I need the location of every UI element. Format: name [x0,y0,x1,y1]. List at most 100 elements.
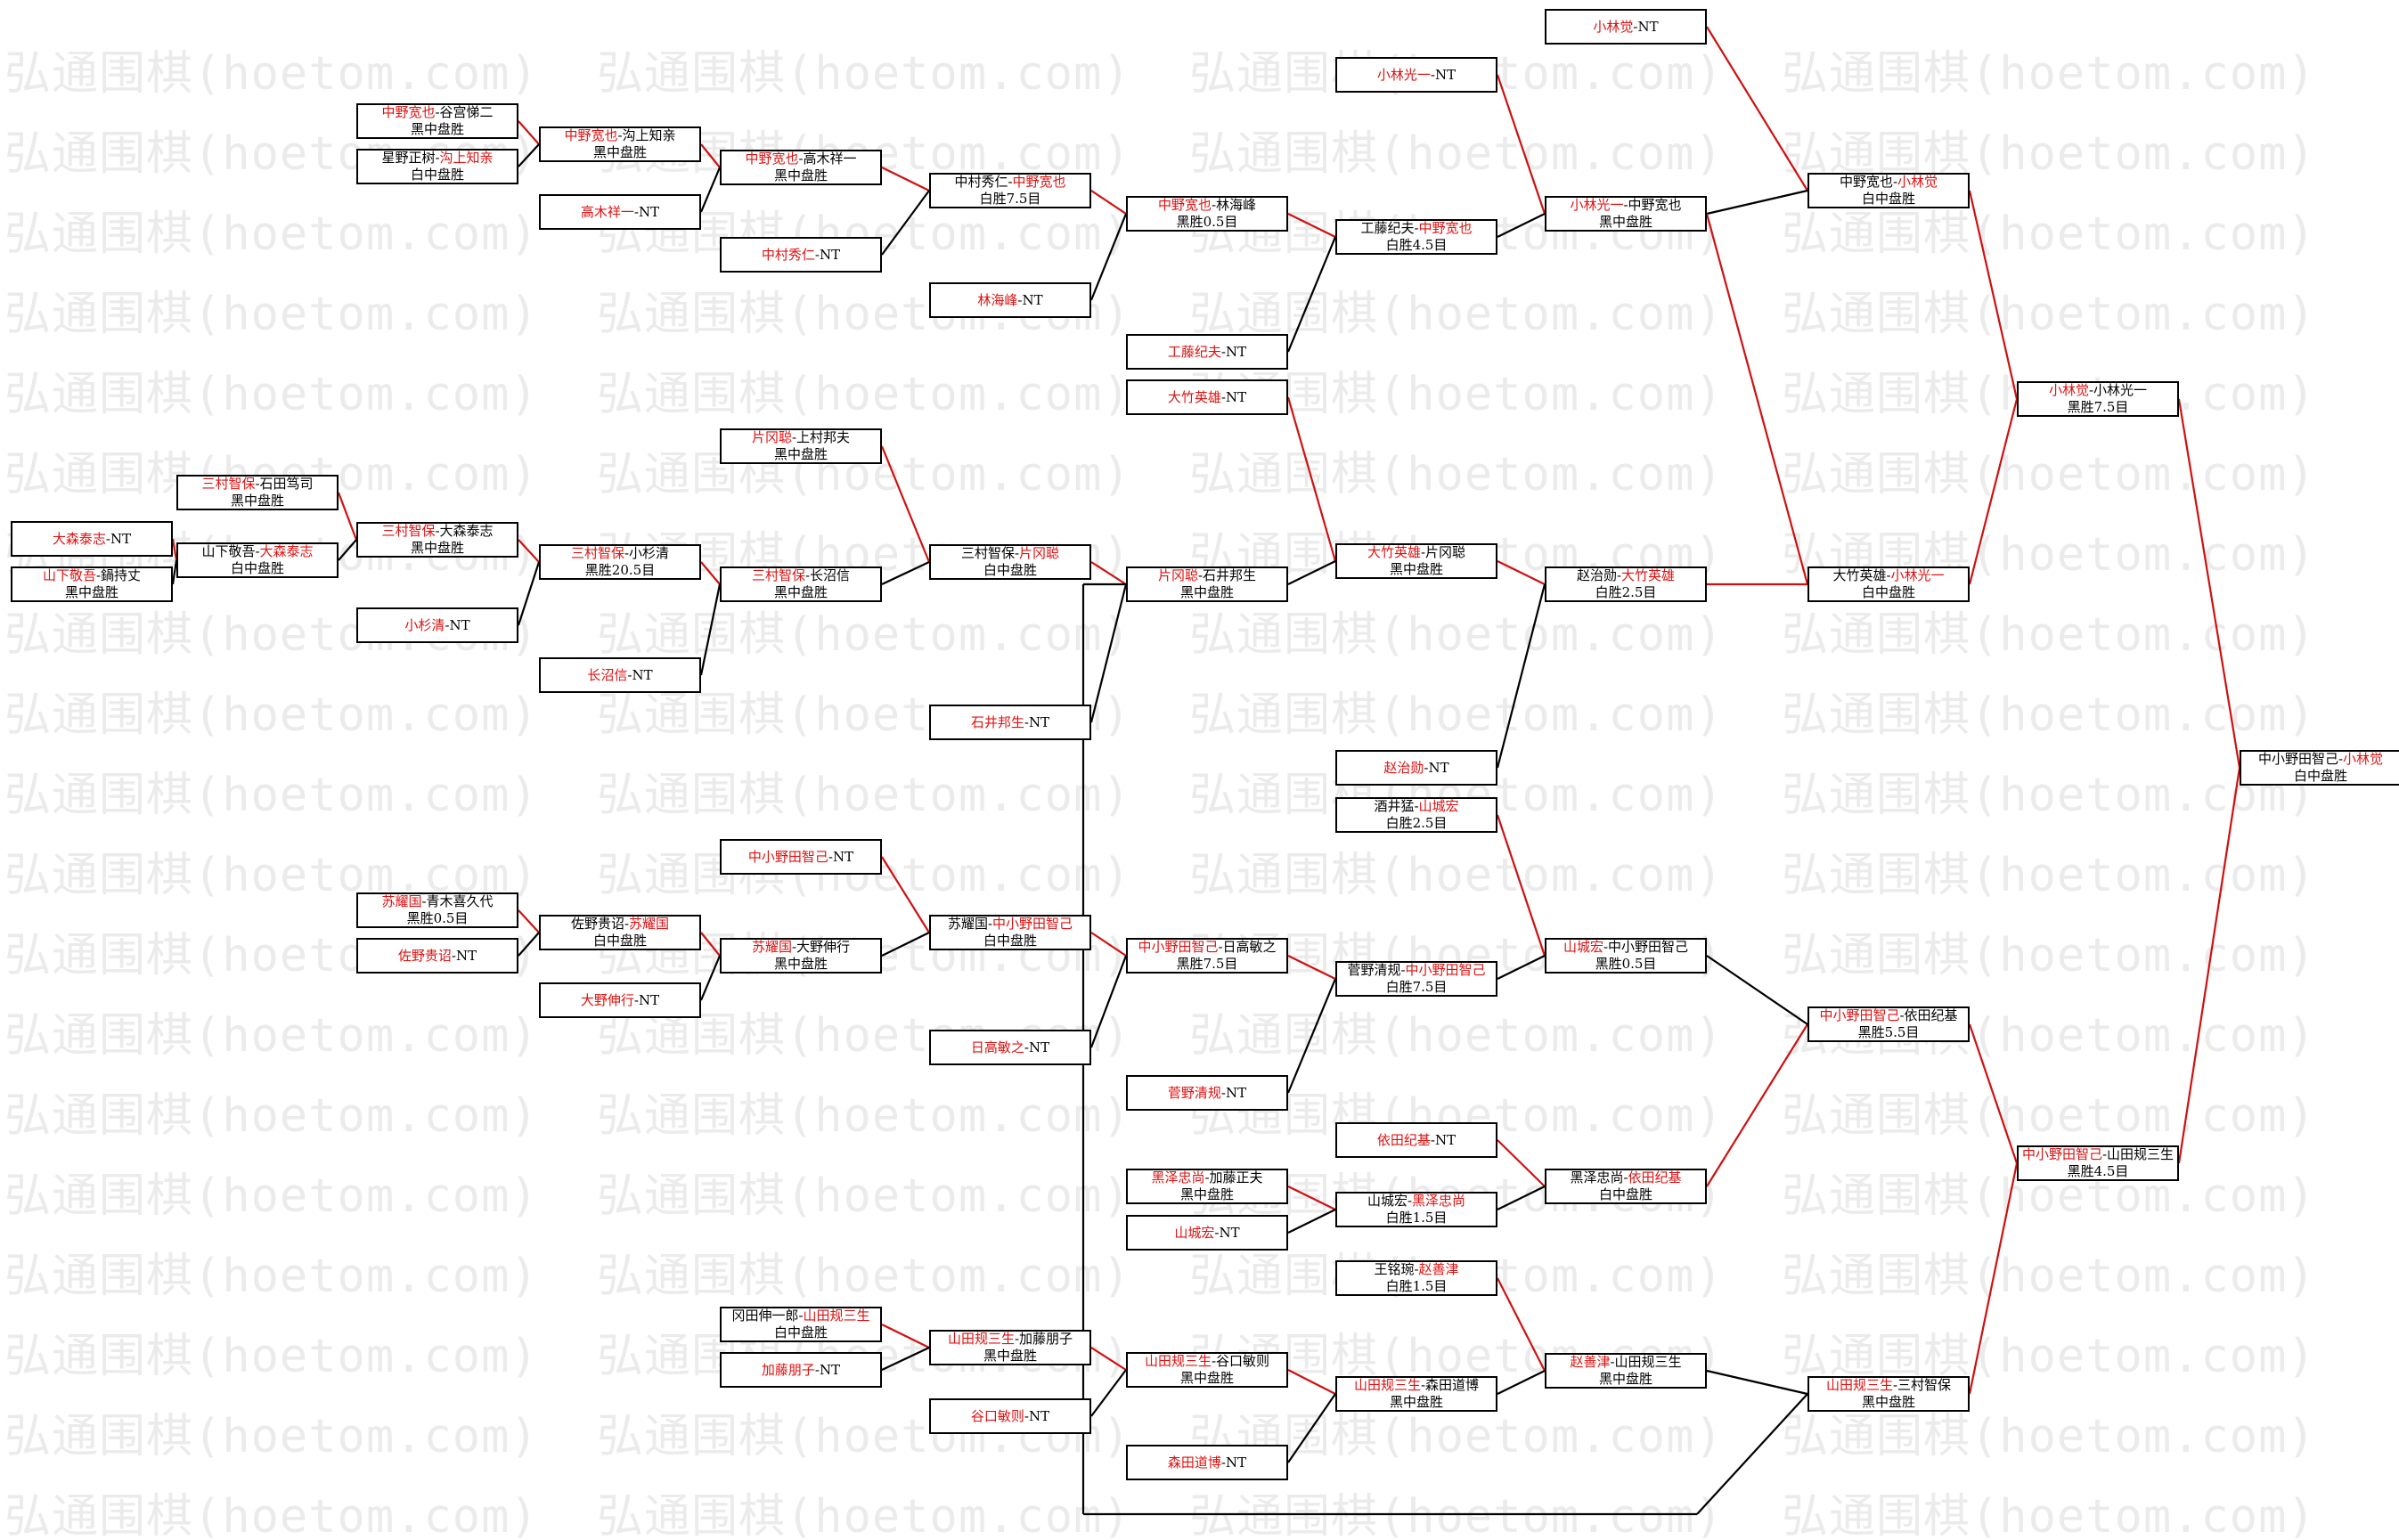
separator: - [2101,1146,2108,1162]
separator: - [435,150,440,166]
match-pairing: 黑泽忠尚-依田纪基 [1570,1169,1682,1186]
winner-name: 石井邦生 [970,713,1024,730]
winner-connector [1497,560,1546,585]
winner-connector [881,856,930,933]
loser-name: NT [638,203,660,220]
connector [1286,236,1337,353]
loser-name: 中村秀仁 [954,174,1008,190]
separator: - [1014,1331,1020,1347]
winner-connector [2177,767,2241,1164]
match-result: 白中盘胜 [2293,768,2347,784]
match-pairing: 谷口敏则-NT [971,1408,1049,1425]
match-box-r6-yk: 山城宏-黑泽忠尚白胜1.5目 [1335,1192,1497,1227]
winner-name: 森田道博 [1167,1454,1221,1471]
loser-name: 小杉清 [629,545,670,561]
winner-name: 赵善津 [1570,1354,1611,1370]
loser-name: NT [638,991,660,1008]
match-result: 黑中盘胜 [1598,214,1652,230]
loser-name: 酒井猛 [1374,798,1415,814]
loser-name: 加藤正夫 [1209,1169,1263,1186]
connector [1287,1393,1336,1463]
winner-name: 依田纪基 [1628,1169,1682,1186]
match-result: 白胜2.5目 [1385,815,1448,831]
separator: - [1220,1084,1226,1101]
match-pairing: 山下敬吾-大森泰志 [201,544,313,560]
match-pairing: 三村智保-石田笃司 [201,477,313,493]
separator: - [804,567,811,583]
winner-connector [1968,1023,2019,1164]
match-box-r7-kn: 小林光一-中野宽也黑中盘胜 [1545,196,1707,232]
match-pairing: 赵善津-山田规三生 [1570,1354,1681,1371]
winner-connector [1496,74,1546,215]
match-box-r6-kn: 工藤纪夫-中野宽也白胜4.5目 [1335,219,1497,255]
match-result: 白胜4.5目 [1385,237,1448,253]
match-box-r1-nak: 中野宽也-谷宫悌二黑中盘胜 [356,103,518,139]
match-result: 黑中盘胜 [773,956,828,972]
match-result: 黑中盘胜 [64,584,118,600]
loser-name: NT [1028,1039,1050,1055]
match-box-r6-ym: 山田规三生-森田道博黑中盘胜 [1335,1376,1497,1412]
match-box-r4-tan: 谷口敏则-NT [929,1398,1091,1434]
match-box-r2-nm: 中野宽也-沟上知亲黑中盘胜 [539,126,701,162]
winner-connector [1090,561,1127,585]
separator: - [617,127,623,143]
winner-name: 中野宽也 [745,151,799,167]
match-result: 白中盘胜 [983,933,1037,949]
separator: - [1214,1224,1220,1241]
match-pairing: 佐野贵诏-苏耀国 [571,917,669,933]
match-box-final: 中小野田智己-小林觉白中盘胜 [2240,750,2399,786]
winner-connector [880,445,931,563]
match-box-r4-hid: 日高敏之-NT [929,1030,1091,1065]
match-box-r2-sano: 佐野贵诏-苏耀国白中盘胜 [539,915,701,950]
separator: - [798,151,804,167]
winner-name: 小杉清 [404,616,445,633]
match-box-r3-ms: 三村智保-长沼信黑中盘胜 [720,566,882,602]
loser-name: 林海峰 [1216,197,1257,213]
match-box-r6-cho: 赵治勋-NT [1335,750,1497,786]
match-box-r8-ok: 大竹英雄-小林光一白中盘胜 [1807,566,1970,602]
loser-name: 赵治勋 [1576,567,1617,583]
connector [699,167,722,213]
winner-name: 佐野贵诏 [397,947,452,964]
separator: - [1407,1193,1413,1209]
match-result: 白中盘胜 [773,1324,828,1340]
connector [517,561,541,626]
match-box-r2-kato: 加藤朋子-NT [720,1352,882,1388]
match-result: 黑中盘胜 [1179,1370,1234,1386]
separator: - [1424,759,1429,776]
winner-connector [1496,814,1546,957]
separator: - [1211,197,1217,213]
winner-name: 中野宽也 [1012,174,1066,190]
winner-name: 苏耀国 [381,893,422,909]
separator: - [633,991,639,1008]
winner-name: 工藤纪夫 [1167,343,1221,360]
winner-name: 山田规三生 [1825,1377,1893,1393]
connector [1287,1209,1336,1234]
match-pairing: 苏耀国-青木喜久代 [381,893,493,910]
winner-connector [1287,213,1336,238]
winner-connector [518,539,540,563]
match-pairing: 山城宏-黑泽忠尚 [1367,1193,1465,1210]
winner-connector [1287,955,1336,980]
connector [1696,1393,1808,1515]
match-pairing: 工藤纪夫-中野宽也 [1360,221,1472,237]
connector [699,955,722,1001]
loser-name: 王铭琬 [1374,1261,1415,1277]
winner-name: 大森泰志 [52,530,106,547]
separator: - [1220,388,1226,405]
match-result: 黑胜0.5目 [406,910,469,926]
match-pairing: 三村智保-片冈聪 [961,546,1059,562]
match-box-r2-kos: 小杉清-NT [356,607,518,643]
connector [881,932,930,957]
winner-name: 小林光一 [1890,567,1945,583]
winner-name: 中小野田智己 [1405,962,1486,978]
winner-name: 小林觉 [1593,18,1634,35]
winner-name: 山城宏 [1563,939,1603,955]
separator: - [1414,1261,1419,1277]
match-pairing: 中村秀仁-NT [762,247,840,264]
separator: - [1610,1354,1615,1370]
winner-connector [1286,396,1337,562]
match-result: 黑中盘胜 [410,540,464,556]
match-pairing: 冈田伸一郎-山田规三生 [731,1308,869,1324]
